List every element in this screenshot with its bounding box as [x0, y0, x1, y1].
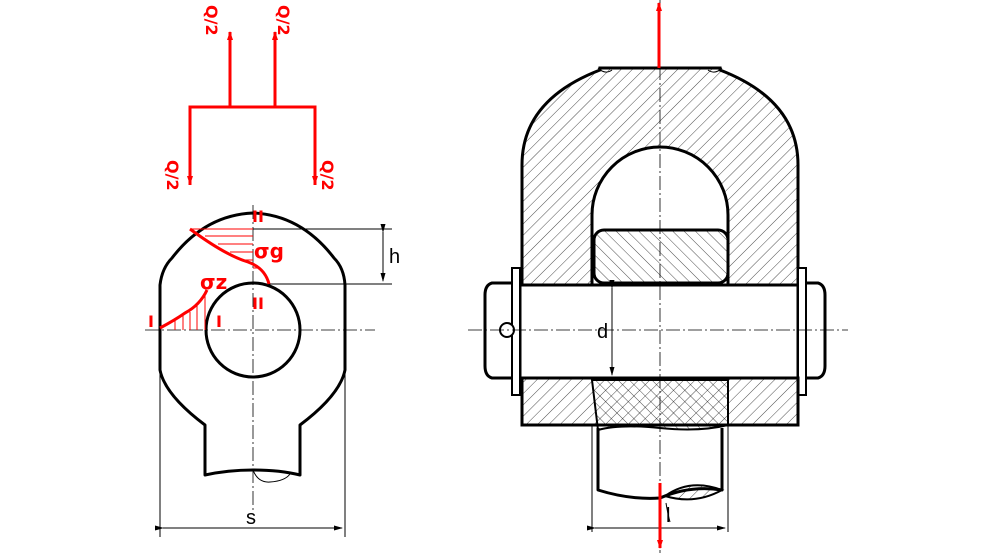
- yoke-upper: [520, 66, 800, 287]
- section-2-label-bottom: II: [252, 294, 264, 313]
- dimension-d: d: [597, 280, 615, 376]
- pin-head-right: [806, 281, 827, 380]
- force-diagram: Q/2 Q/2 Q/2 Q/2: [163, 5, 337, 191]
- tension-stress-diagram: σz I I: [148, 270, 227, 331]
- shank-break: [662, 484, 725, 501]
- force-label-q: Q: [637, 550, 652, 553]
- force-label: Q/2: [318, 160, 337, 191]
- sigma-g-label: σg: [254, 239, 284, 263]
- section-1-label-left: I: [148, 312, 154, 331]
- force-label: Q/2: [274, 5, 293, 36]
- section-2-label-top: II: [252, 207, 264, 226]
- dimension-h: h: [253, 224, 400, 285]
- pin: [518, 283, 800, 380]
- pin-head-left: [483, 281, 512, 380]
- dim-s-label: s: [246, 507, 256, 529]
- dim-d-label: d: [597, 321, 608, 343]
- dimension-s: s: [155, 372, 346, 537]
- pin-flange-right: [797, 267, 807, 396]
- force-label: Q/2: [202, 5, 221, 36]
- shank-head: [592, 228, 730, 285]
- eye-outline: [158, 211, 347, 477]
- sigma-z-label: σz: [200, 270, 227, 294]
- eye-side-view: s h Q/2 Q/2 Q/2 Q/2: [145, 5, 400, 537]
- force-label: Q/2: [163, 160, 182, 191]
- dim-h-label: h: [389, 246, 400, 268]
- section-1-label-right: I: [216, 312, 222, 331]
- dim-l-label: l: [666, 505, 670, 527]
- bending-stress-diagram: σg II II: [189, 207, 284, 313]
- break-line: [252, 469, 291, 483]
- shackle-section-view: d l Q: [468, 0, 848, 553]
- neck-break: [597, 67, 723, 73]
